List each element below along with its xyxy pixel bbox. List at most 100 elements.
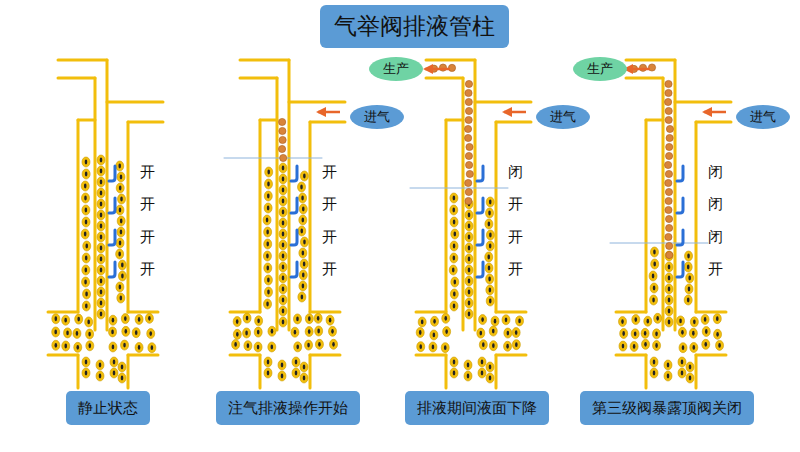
- casing-wall: [445, 355, 448, 388]
- liquid-drop-core: [301, 196, 304, 201]
- gas-bubble: [279, 118, 286, 125]
- liquid-drop: [650, 368, 658, 378]
- liquid-drop-core: [444, 316, 447, 321]
- liquid-drop: [85, 317, 93, 327]
- liquid-drop: [82, 368, 90, 378]
- liquid-drop-core: [622, 344, 625, 349]
- liquid-drop-core: [656, 316, 659, 321]
- liquid-drop-core: [112, 345, 115, 350]
- liquid-drop: [263, 251, 271, 261]
- node-text: 生产: [383, 60, 409, 78]
- liquid-drop: [486, 230, 494, 240]
- perforation-zone: [128, 354, 158, 357]
- liquid-drop-core: [85, 244, 88, 249]
- liquid-drop-core: [120, 219, 123, 224]
- liquid-drop: [299, 204, 307, 214]
- liquid-drop-core: [120, 296, 123, 301]
- liquid-drop: [81, 181, 89, 191]
- liquid-drop: [299, 193, 307, 203]
- liquid-drop: [135, 342, 143, 352]
- liquid-drop-core: [113, 360, 116, 365]
- perforation-zone: [696, 311, 726, 314]
- liquid-drop: [299, 248, 307, 258]
- liquid-drop-core: [681, 360, 684, 365]
- liquid-drop: [450, 217, 458, 227]
- valve-state: 开: [322, 260, 337, 279]
- node-text: 进气: [364, 108, 390, 126]
- liquid-drop: [97, 210, 105, 220]
- liquid-drop: [116, 205, 124, 215]
- liquid-drop-core: [100, 312, 103, 317]
- liquid-drop-core: [302, 273, 305, 278]
- liquid-drop-core: [282, 298, 285, 303]
- liquid-drop: [109, 315, 117, 325]
- gas-lift-valve: [291, 262, 297, 277]
- liquid-drop-core: [55, 343, 58, 348]
- liquid-drop: [465, 243, 473, 253]
- valve-state: 开: [508, 260, 523, 279]
- liquid-drop: [116, 282, 124, 292]
- casing-wall: [259, 120, 262, 312]
- liquid-drop-core: [653, 250, 656, 255]
- liquid-drop-core: [667, 374, 670, 379]
- liquid-drop-core: [84, 280, 87, 285]
- tubing-wall: [58, 77, 95, 80]
- liquid-drop-core: [64, 344, 67, 349]
- gas-bubble: [665, 107, 672, 114]
- liquid-drop-core: [267, 290, 270, 295]
- liquid-drop: [314, 313, 322, 323]
- liquid-drop-core: [489, 365, 492, 370]
- gas-lift-valve: [109, 198, 115, 213]
- liquid-drop-core: [282, 210, 285, 215]
- liquid-drop-core: [468, 235, 471, 240]
- liquid-drop-core: [84, 232, 87, 237]
- casing-wall: [309, 355, 312, 388]
- liquid-drop-core: [633, 344, 636, 349]
- liquid-drop-core: [55, 316, 58, 321]
- gas-bubble: [466, 143, 473, 150]
- liquid-drop: [478, 368, 486, 378]
- casing-inlet: [675, 101, 731, 104]
- liquid-drop: [686, 362, 694, 372]
- liquid-drop: [690, 342, 698, 352]
- gas-bubble: [465, 197, 472, 204]
- liquid-drop: [486, 197, 494, 207]
- casing-wall: [645, 120, 648, 312]
- liquid-drop: [97, 188, 105, 198]
- casing-wall: [495, 122, 498, 312]
- liquid-drop-core: [296, 344, 299, 349]
- liquid-drop-core: [704, 317, 707, 322]
- liquid-drop-core: [85, 256, 88, 261]
- liquid-drop-core: [688, 276, 691, 281]
- liquid-drop: [684, 262, 692, 272]
- liquid-drop-core: [489, 233, 492, 238]
- liquid-drop: [315, 339, 323, 349]
- gas-bubble: [665, 233, 672, 240]
- liquid-drop-core: [296, 317, 299, 322]
- liquid-drop-core: [85, 292, 88, 297]
- liquid-drop-core: [655, 343, 658, 348]
- liquid-drop: [465, 309, 473, 319]
- casing-wall: [695, 355, 698, 388]
- liquid-drop-core: [488, 211, 491, 216]
- liquid-drop-core: [668, 298, 671, 303]
- valve-state: 开: [140, 228, 155, 247]
- liquid-drop: [450, 205, 458, 215]
- liquid-drop-core: [453, 196, 456, 201]
- liquid-drop-core: [267, 278, 270, 283]
- liquid-drop: [299, 270, 307, 280]
- liquid-drop: [278, 371, 286, 381]
- liquid-drop-core: [303, 240, 306, 245]
- liquid-drop: [677, 316, 685, 326]
- liquid-drop-core: [77, 317, 80, 322]
- liquid-drop: [264, 368, 272, 378]
- valve-state: 开: [508, 228, 523, 247]
- liquid-drop-core: [257, 318, 260, 323]
- liquid-drop-core: [100, 180, 103, 185]
- liquid-drop: [300, 171, 308, 181]
- gas-bubble: [665, 152, 672, 159]
- liquid-drop: [512, 340, 520, 350]
- liquid-level: [224, 158, 322, 159]
- perforation-zone: [496, 354, 526, 357]
- liquid-drop-core: [84, 184, 87, 189]
